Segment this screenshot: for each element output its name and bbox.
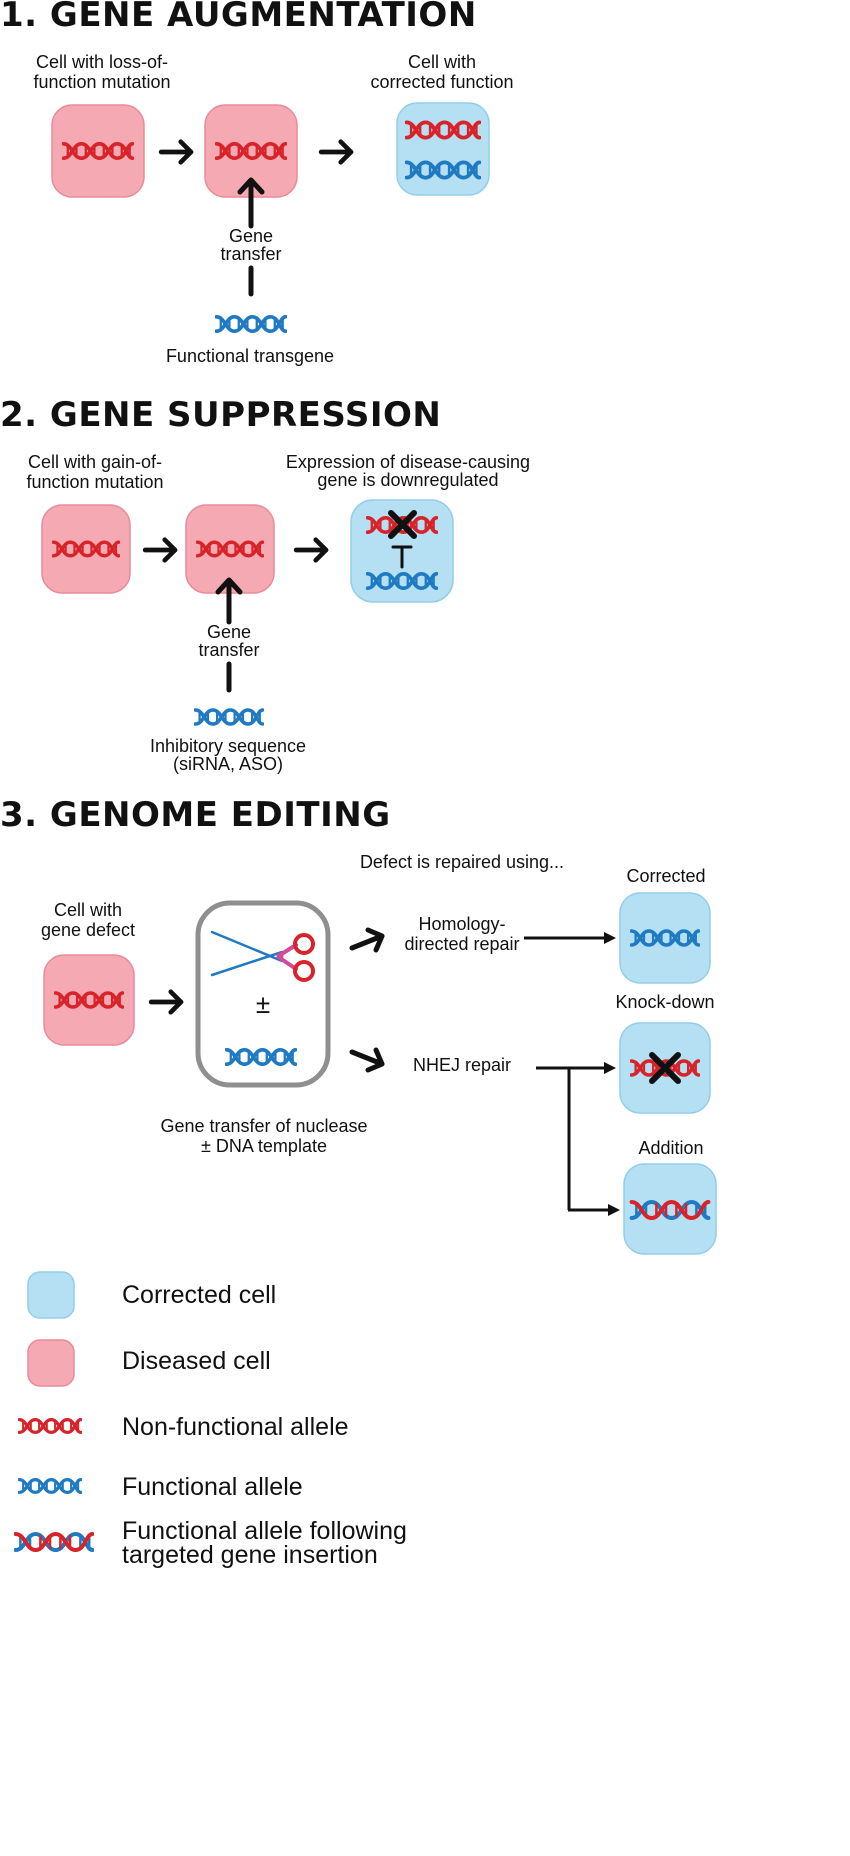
s3-plusminus: ±	[256, 989, 270, 1019]
s2-inhib-label-line2: (siRNA, ASO)	[173, 754, 283, 774]
s3-hdr-label-line2: directed repair	[404, 934, 519, 954]
s3-diseased-cell	[43, 954, 135, 1046]
section2-title: 2. GENE SUPPRESSION	[0, 395, 441, 435]
s3-defect-label: Defect is repaired using...	[360, 852, 564, 872]
s1-diseased-cell	[51, 104, 145, 198]
s3-cell-label-line2: gene defect	[41, 920, 135, 940]
legend-corrected-cell-label: Corrected cell	[122, 1281, 276, 1309]
s2-inhibitory-sequence-icon	[194, 708, 264, 726]
legend: Corrected cell Diseased cell Non-functio…	[14, 1271, 407, 1569]
s2-transfer-arrow	[215, 577, 243, 693]
s3-nuclease-label-line2: ± DNA template	[201, 1136, 327, 1156]
s3-arrow-icon-1	[151, 992, 181, 1013]
s1-cell-label-line1: Cell with loss-of-	[36, 52, 168, 72]
s1-result-label-line2: corrected function	[370, 72, 513, 92]
legend-nonfunctional-allele-icon	[18, 1417, 82, 1435]
legend-functional-allele-label: Functional allele	[122, 1473, 303, 1501]
s1-result-label-line1: Cell with	[408, 52, 476, 72]
s3-arrow-icon-up	[349, 927, 385, 953]
s2-result-label-line2: gene is downregulated	[317, 470, 498, 490]
legend-functional-allele-icon	[18, 1477, 82, 1495]
s3-nhej-arrows	[536, 1062, 620, 1216]
s2-cell-label-line1: Cell with gain-of-	[28, 452, 162, 472]
s2-transfer-label-line1: Gene	[207, 622, 251, 642]
s3-knockdown-label: Knock-down	[615, 992, 714, 1012]
s3-arrow-icon-down	[349, 1047, 385, 1073]
s3-corrected-label: Corrected	[626, 866, 705, 886]
section1-title: 1. GENE AUGMENTATION	[0, 0, 477, 35]
s2-arrow-icon-2	[296, 540, 326, 561]
s1-transgene-label: Functional transgene	[166, 346, 334, 366]
s2-inhibition-icon	[391, 545, 413, 569]
s3-hdr-arrow	[524, 932, 616, 944]
s1-transfer-label-line2: transfer	[220, 244, 281, 264]
s2-arrow-icon-1	[145, 540, 175, 561]
s1-transfer-label-line1: Gene	[229, 226, 273, 246]
s1-transfer-arrow	[237, 177, 265, 297]
s1-arrow-icon-1	[161, 142, 191, 163]
legend-nonfunctional-allele-label: Non-functional allele	[122, 1413, 349, 1441]
s2-cell-label-line2: function mutation	[26, 472, 163, 492]
s1-transgene-icon	[215, 314, 287, 334]
legend-insertion-label-line2: targeted gene insertion	[122, 1541, 378, 1569]
legend-corrected-cell-swatch	[27, 1271, 75, 1319]
s3-knockdown-cross-icon	[649, 1052, 681, 1084]
s2-cross-icon	[388, 510, 417, 539]
s2-diseased-cell	[41, 504, 131, 594]
s2-result-label-line1: Expression of disease-causing	[286, 452, 530, 472]
s3-hdr-label-line1: Homology-	[418, 914, 505, 934]
s3-addition-label: Addition	[638, 1138, 703, 1158]
section3-title: 3. GENOME EDITING	[0, 795, 391, 835]
s3-corrected-cell	[619, 892, 711, 984]
s3-scissors-icon	[210, 930, 315, 982]
s3-nhej-label: NHEJ repair	[413, 1055, 511, 1075]
s3-cell-label-line1: Cell with	[54, 900, 122, 920]
s2-transfer-label-line2: transfer	[198, 640, 259, 660]
legend-diseased-cell-label: Diseased cell	[122, 1347, 271, 1375]
legend-insertion-label-line1: Functional allele following	[122, 1517, 407, 1545]
s1-corrected-cell	[396, 102, 490, 196]
s3-addition-cell	[623, 1163, 717, 1255]
s2-inhib-label-line1: Inhibitory sequence	[150, 736, 306, 756]
legend-insertion-allele-icon	[14, 1532, 94, 1552]
s1-arrow-icon-2	[321, 142, 351, 163]
s3-nuclease-label-line1: Gene transfer of nuclease	[160, 1116, 367, 1136]
legend-diseased-cell-swatch	[27, 1339, 75, 1387]
s1-cell-label-line2: function mutation	[33, 72, 170, 92]
